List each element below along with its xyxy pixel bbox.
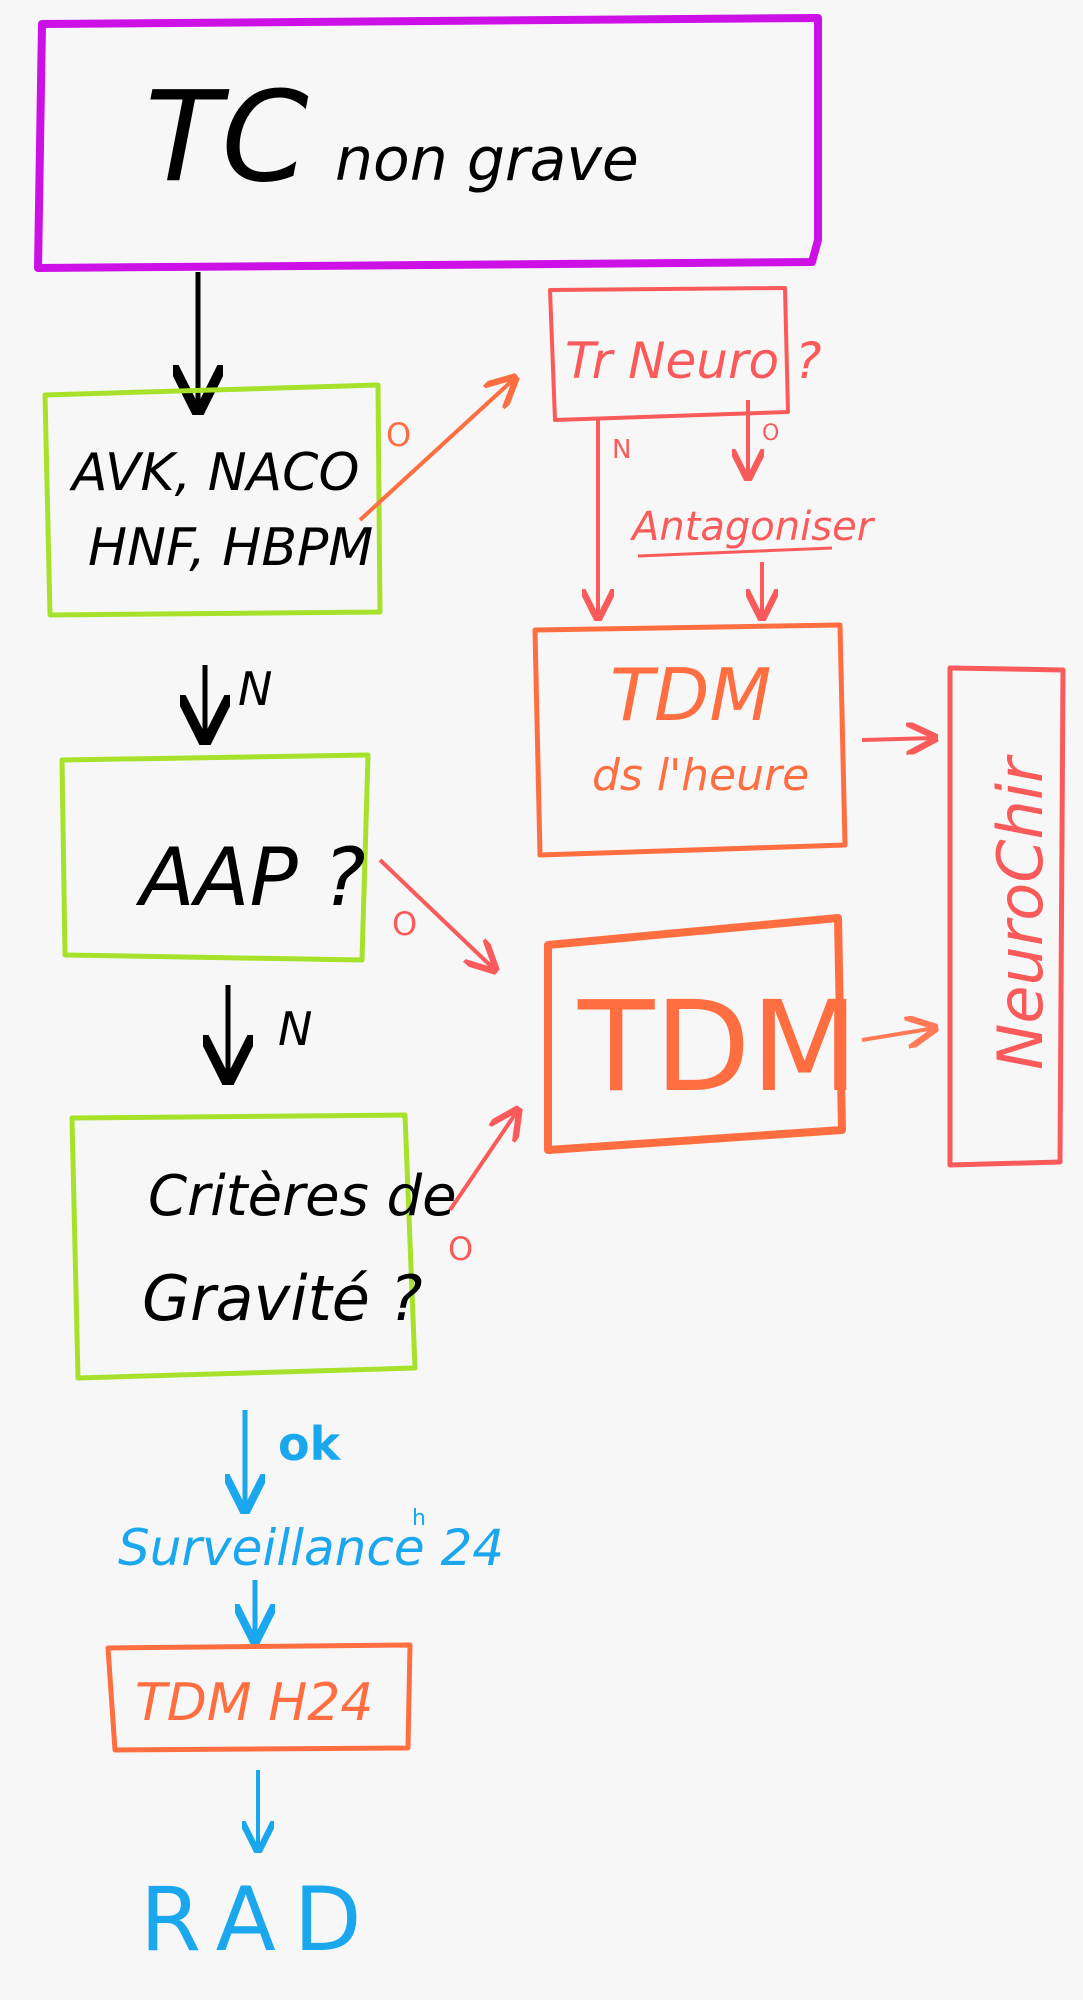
title-main: TC xyxy=(145,65,309,210)
label-n-anticoag: N xyxy=(238,662,272,716)
antagoniser-text: Antagoniser xyxy=(629,504,876,550)
tdm-box: TDM xyxy=(544,914,858,1154)
neurochir-box-outline xyxy=(947,665,1066,1168)
aap-box: AAP ? xyxy=(59,752,371,963)
label-o-aap: O xyxy=(392,905,417,943)
aap-box-outline xyxy=(59,752,371,963)
tdm-hour-box: TDM ds l'heure xyxy=(532,622,848,858)
arrow-anticoag-to-trneuro xyxy=(358,378,515,522)
anticoag-box: AVK, NACO HNF, HBPM xyxy=(42,382,383,618)
tdm-hour-line2: ds l'heure xyxy=(592,750,809,801)
label-o-anticoag: O xyxy=(386,416,411,454)
trneuro-label: Tr Neuro ? xyxy=(565,332,822,390)
surveillance-text: Surveillance 24 xyxy=(118,1519,504,1577)
label-n-trneuro: N xyxy=(612,435,631,465)
neurochir-box: NeuroChir xyxy=(947,665,1066,1168)
surveillance-sup: h xyxy=(412,1506,426,1531)
arrow-tdm-to-neurochir xyxy=(861,1028,935,1040)
tdm-box-outline xyxy=(544,914,846,1154)
anticoag-line1: AVK, NACO xyxy=(69,443,359,503)
label-o-trneuro: O xyxy=(762,421,779,446)
tdm-hour-box-outline xyxy=(532,622,848,858)
title-box: TC non grave xyxy=(34,14,822,272)
arrow-aap-to-tdm xyxy=(378,858,495,970)
tdm-hour-line1: TDM xyxy=(610,653,772,737)
tdm-h24-box: TDM H24 xyxy=(105,1642,413,1753)
tdm-h24-box-outline xyxy=(105,1642,413,1753)
gravite-box: Critères de Gravité ? xyxy=(69,1112,457,1381)
anticoag-line2: HNF, HBPM xyxy=(88,518,373,578)
rad-text: RAD xyxy=(140,1868,380,1971)
arrow-tdm-hour-to-neurochir xyxy=(861,738,935,740)
trneuro-box-outline xyxy=(548,286,790,422)
title-box-outline xyxy=(34,14,822,272)
label-o-gravite: O xyxy=(448,1230,473,1268)
neurochir-label: NeuroChir xyxy=(984,754,1057,1070)
title-sub: non grave xyxy=(335,125,639,195)
arrow-gravite-to-tdm xyxy=(448,1110,518,1212)
label-ok: ok xyxy=(278,1417,342,1471)
label-n-aap: N xyxy=(278,1002,312,1056)
gravite-box-outline xyxy=(69,1112,418,1381)
antagoniser-underline xyxy=(637,546,833,558)
gravite-line2: Gravité ? xyxy=(142,1262,423,1335)
gravite-line1: Critères de xyxy=(148,1164,457,1229)
aap-label: AAP ? xyxy=(135,831,366,924)
tdm-label: TDM xyxy=(577,975,858,1120)
trneuro-box: Tr Neuro ? xyxy=(548,286,822,422)
anticoag-box-outline xyxy=(42,382,383,618)
tdm-h24-label: TDM H24 xyxy=(135,1673,373,1733)
